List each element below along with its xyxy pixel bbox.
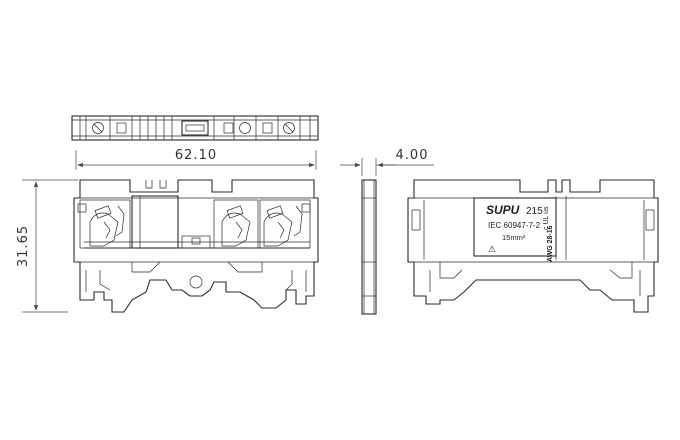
side-view (361, 179, 377, 315)
dimension-thickness: 4.00 (340, 148, 434, 176)
front-view (73, 179, 319, 313)
dimension-height: 31.65 (16, 179, 78, 313)
model-text: 215 (526, 206, 543, 217)
awg-text: AWG 28-16 (547, 225, 554, 262)
width-value: 62.10 (175, 148, 217, 163)
cert-mark: c UL us (543, 206, 550, 230)
standard-text: IEC 60947-7-2 (488, 221, 541, 230)
marking-label (473, 197, 557, 257)
cross-section-text: 15mm² (502, 233, 526, 242)
top-view (71, 115, 319, 141)
back-view: SUPU 215 IEC 60947-7-2 15mm² ⚠ c UL us A… (407, 179, 659, 313)
dimension-width: 62.10 (75, 148, 317, 170)
thickness-value: 4.00 (396, 148, 429, 163)
height-value: 31.65 (16, 225, 31, 267)
brand-text: SUPU (486, 203, 520, 217)
warning-icon: ⚠ (488, 244, 496, 254)
